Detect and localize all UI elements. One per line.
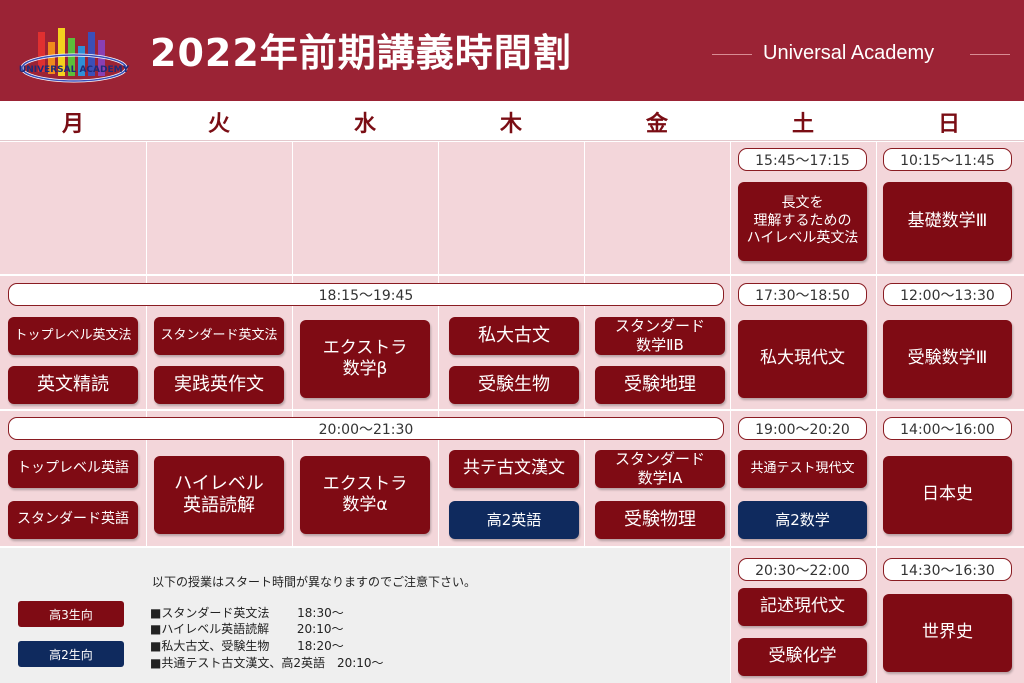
day-mon: 月 <box>61 112 84 137</box>
class-fri-1b[interactable]: 受験地理 <box>595 366 725 404</box>
class-wed-1[interactable]: エクストラ 数学β <box>300 320 430 398</box>
day-tue: 火 <box>207 112 230 137</box>
time-sat-3: 19:00〜20:20 <box>738 417 867 440</box>
class-sun-4[interactable]: 世界史 <box>883 594 1012 672</box>
grid-line <box>0 274 1024 276</box>
class-thu-1a[interactable]: 私大古文 <box>449 317 579 355</box>
class-sun-1[interactable]: 基礎数学Ⅲ <box>883 182 1012 261</box>
class-thu-2a[interactable]: 共テ古文漢文 <box>449 450 579 488</box>
logo-text: UNIVERSAL ACADEMY <box>19 65 130 75</box>
time-sat-4: 20:30〜22:00 <box>738 558 867 581</box>
grid-line <box>730 142 731 683</box>
time-sat-2: 17:30〜18:50 <box>738 283 867 306</box>
time-weekday-2: 20:00〜21:30 <box>8 417 724 440</box>
brand-divider-right <box>970 54 1010 55</box>
notes-line: ■スタンダード英文法 18:30〜 <box>150 606 344 620</box>
day-wed: 水 <box>353 112 376 137</box>
class-wed-2[interactable]: エクストラ 数学α <box>300 456 430 534</box>
time-sun-2: 12:00〜13:30 <box>883 283 1012 306</box>
notes-line: ■共通テスト古文漢文、高2英語 20:10〜 <box>150 656 384 670</box>
time-sun-3: 14:00〜16:00 <box>883 417 1012 440</box>
class-sat-2[interactable]: 私大現代文 <box>738 320 867 398</box>
class-sun-3[interactable]: 日本史 <box>883 456 1012 534</box>
class-mon-2b[interactable]: スタンダード英語 <box>8 501 138 539</box>
grid-line <box>876 142 877 683</box>
day-fri: 金 <box>645 112 668 137</box>
grid-line <box>584 142 585 547</box>
class-fri-2a[interactable]: スタンダード 数学ⅠA <box>595 450 725 488</box>
legend-grade3: 高3生向 <box>18 601 124 627</box>
class-mon-1a[interactable]: トップレベル英文法 <box>8 317 138 355</box>
class-thu-1b[interactable]: 受験生物 <box>449 366 579 404</box>
day-thu: 木 <box>499 112 522 137</box>
day-sun: 日 <box>937 112 960 137</box>
brand-name: Universal Academy <box>763 42 935 64</box>
class-mon-2a[interactable]: トップレベル英語 <box>8 450 138 488</box>
day-header-bar <box>0 101 1024 141</box>
class-thu-2b[interactable]: 高2英語 <box>449 501 579 539</box>
class-fri-1a[interactable]: スタンダード 数学ⅡB <box>595 317 725 355</box>
legend-grade2: 高2生向 <box>18 641 124 667</box>
brand-divider-left <box>712 54 752 55</box>
class-tue-1b[interactable]: 実践英作文 <box>154 366 284 404</box>
class-tue-2[interactable]: ハイレベル 英語読解 <box>154 456 284 534</box>
class-sat-4b[interactable]: 受験化学 <box>738 638 867 676</box>
grid-line <box>438 142 439 547</box>
class-sat-3a[interactable]: 共通テスト現代文 <box>738 450 867 488</box>
header-banner <box>0 0 1024 101</box>
time-sun-4: 14:30〜16:30 <box>883 558 1012 581</box>
class-sat-4a[interactable]: 記述現代文 <box>738 588 867 626</box>
day-sat: 土 <box>791 112 814 137</box>
time-sun-1: 10:15〜11:45 <box>883 148 1012 171</box>
notes-line: ■ハイレベル英語読解 20:10〜 <box>150 622 344 636</box>
grid-line <box>0 546 1024 548</box>
time-weekday-1: 18:15〜19:45 <box>8 283 724 306</box>
class-sun-2[interactable]: 受験数学Ⅲ <box>883 320 1012 398</box>
class-mon-1b[interactable]: 英文精読 <box>8 366 138 404</box>
class-tue-1a[interactable]: スタンダード英文法 <box>154 317 284 355</box>
class-sat-3b[interactable]: 高2数学 <box>738 501 867 539</box>
class-fri-2b[interactable]: 受験物理 <box>595 501 725 539</box>
time-sat-1: 15:45〜17:15 <box>738 148 867 171</box>
page-title: 2022年前期講義時間割 <box>150 31 572 75</box>
grid-line <box>0 409 1024 411</box>
notes-line: ■私大古文、受験生物 18:20〜 <box>150 639 344 653</box>
notes-intro: 以下の授業はスタート時間が異なりますのでご注意下さい。 <box>152 575 477 589</box>
grid-line <box>146 142 147 547</box>
class-sat-1[interactable]: 長文を 理解するための ハイレベル英文法 <box>738 182 867 261</box>
academy-logo-icon: UNIVERSAL ACADEMY <box>19 28 130 83</box>
grid-line <box>292 142 293 547</box>
